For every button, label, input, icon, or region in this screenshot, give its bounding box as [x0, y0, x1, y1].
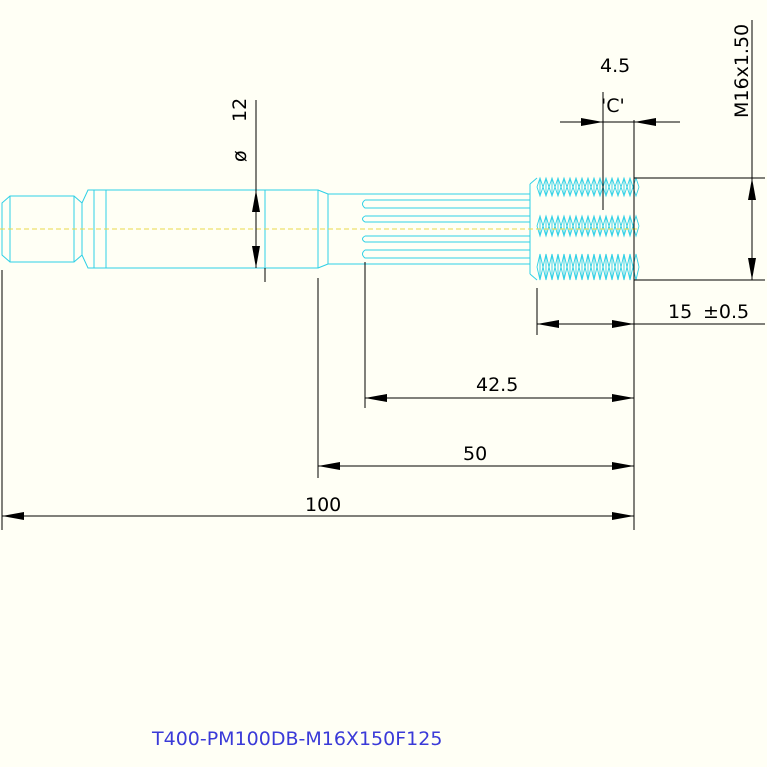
- chamfer-value-label: 4.5: [600, 55, 630, 77]
- dim-50-label: 50: [463, 443, 487, 465]
- flutes: [362, 199, 530, 259]
- part-number: T400-PM100DB-M16X150F125: [151, 728, 442, 750]
- neck: [81, 189, 94, 269]
- thread-spec-label: M16x1.50: [731, 24, 753, 118]
- chamfer-label: 'C': [601, 95, 625, 117]
- diameter-symbol: ø: [229, 150, 251, 162]
- shank: [93, 189, 319, 269]
- thread-tolerance-label: ±0.5: [703, 301, 749, 323]
- diameter-value-label: 12: [229, 98, 251, 122]
- dim-100-label: 100: [305, 494, 341, 516]
- dim-42-5-label: 42.5: [476, 374, 518, 396]
- tap-outline: [1, 176, 640, 281]
- thread-length-label: 15: [668, 301, 692, 323]
- thread-section: [536, 176, 640, 281]
- dimension-lines: [1, 20, 765, 530]
